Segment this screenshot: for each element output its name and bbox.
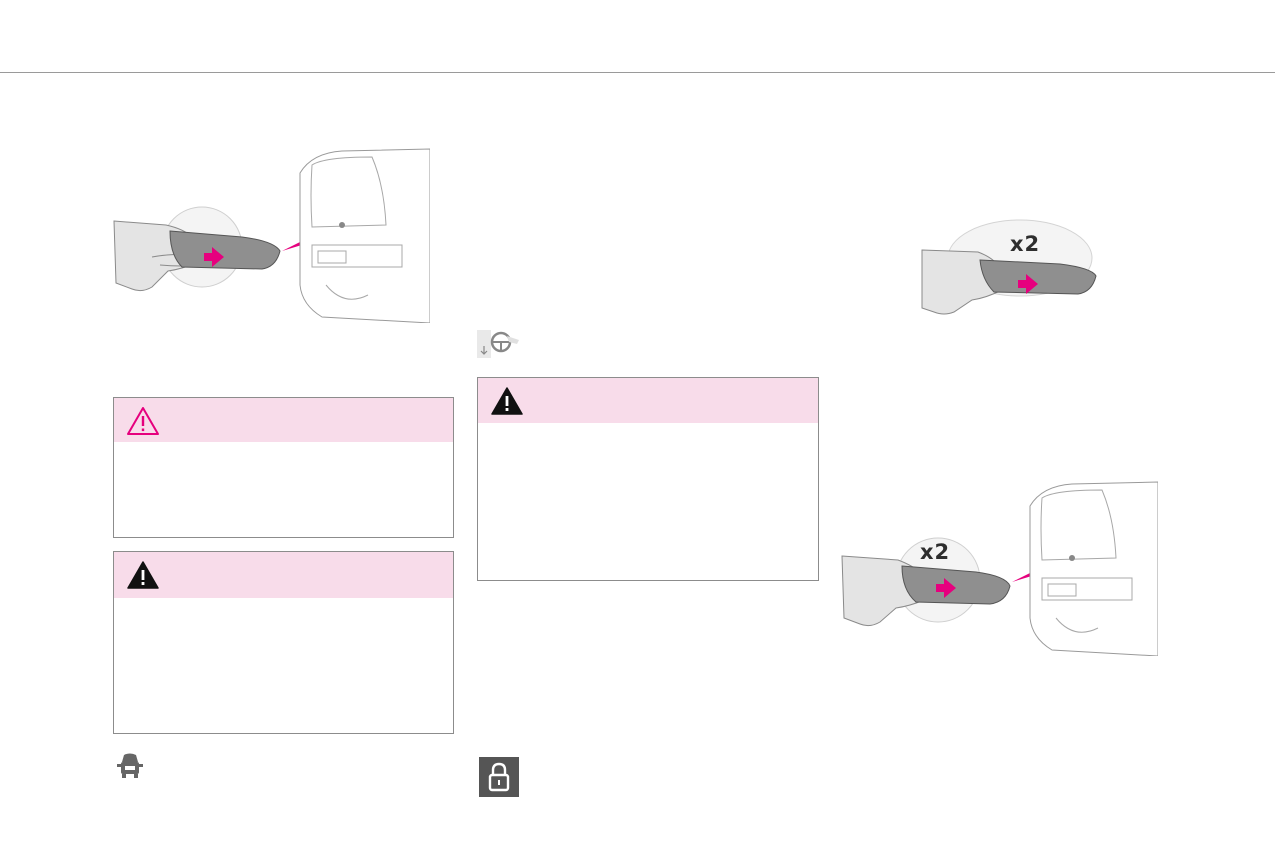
middle-warning-box: [477, 377, 819, 581]
caution-box-header: [114, 398, 453, 442]
vehicle-doors-icon: [117, 753, 143, 778]
caution-outline-triangle-icon: [127, 407, 159, 435]
warning-box-header: [114, 552, 453, 598]
press-count-label: x2: [920, 540, 951, 564]
caution-box: [113, 397, 454, 538]
illustration-handle-press-twice-rear-door: x2: [840, 478, 1158, 656]
header-divider: [0, 72, 1275, 73]
warning-filled-triangle-icon: [491, 387, 523, 415]
warning-box: [113, 551, 454, 734]
padlock-icon: [479, 757, 519, 797]
press-count-label: x2: [1010, 232, 1041, 256]
warning-filled-triangle-icon: [127, 561, 159, 589]
illustration-handle-rear-door: [112, 145, 430, 323]
steering-wheel-settings-icon: [477, 330, 519, 358]
illustration-handle-press-twice: x2: [920, 218, 1102, 318]
middle-warning-box-header: [478, 378, 818, 423]
